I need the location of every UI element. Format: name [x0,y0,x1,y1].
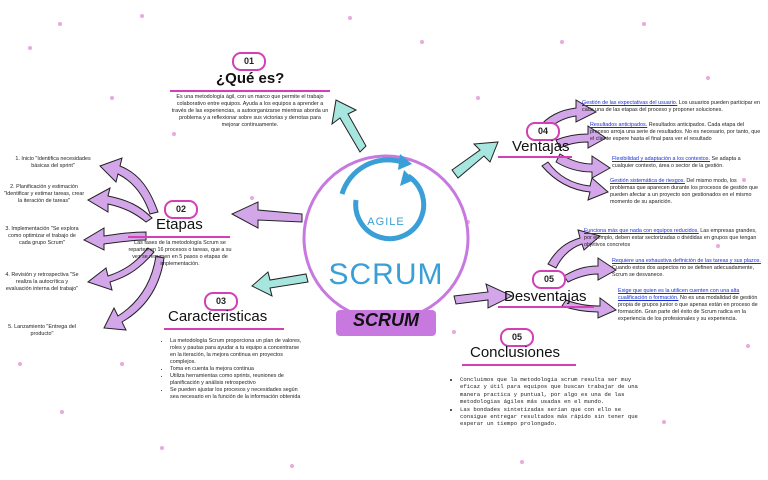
caracteristica-item: Toma en cuenta la mejora continua [170,366,302,373]
ventaja-link-2[interactable]: Resultados anticipados. [590,122,648,128]
conclusion-item: Concluimos que la metodologia scrum resu… [460,376,640,406]
caracteristicas-list: La metodología Scrum proporciona un plan… [162,338,302,401]
ventajas-underline [498,156,572,158]
conclusiones-list: Concluimos que la metodologia scrum resu… [452,376,640,428]
caracteristicas-number: 03 [204,292,238,311]
caracteristica-item: La metodología Scrum proporciona un plan… [170,338,302,366]
ventaja-item-2: Resultados anticipados. Resultados antic… [590,122,761,142]
etapas-number: 02 [164,200,198,219]
caracteristicas-title: Caracteristicas [168,308,268,325]
desventajas-title: Desventajas [504,288,587,305]
desventaja-link-2[interactable]: Requiere una exhaustiva definición de la… [612,258,761,264]
etapa-step-2: 2. Planificación y estimación "Identific… [3,184,85,204]
que-es-number: 01 [232,52,266,71]
caracteristica-item: Utiliza herramientas como sprints, reuni… [170,373,302,387]
caracteristicas-underline [164,328,284,330]
agile-logo [339,154,427,242]
ventaja-item-1: Gestión de las expectativas del usuario.… [582,100,761,113]
logo-scrum-text: SCRUM [328,258,444,291]
desventaja-item-1: Funciona más que nada con equipos reduci… [584,228,757,248]
etapas-title: Etapas [156,216,203,233]
scrum-banner: SCRUM [336,310,436,336]
desventaja-item-2: Requiere una exhaustiva definición de la… [612,258,761,278]
ventaja-link-4[interactable]: Gestión sistemática de riesgos. [610,178,685,184]
arrow-to-etapas [230,201,303,229]
arrow-to-que-es [331,99,367,153]
arrow-to-ventajas [451,141,499,179]
etapas-underline [128,236,230,238]
desventaja-link-3[interactable]: Exige que quien es la utilicen cuenten c… [618,288,740,301]
que-es-title: ¿Qué es? [216,70,285,87]
que-es-text: Es una metodología ágil, con un marco qu… [171,94,329,128]
conclusion-item: Las bondades sintetizadas serían que con… [460,406,640,428]
logo-agile-text: AGILE [367,216,405,228]
conclusiones-number: 05 [500,328,534,347]
etapas-text: Las fases de la metodología Scrum se rep… [128,240,232,267]
ventaja-link-1[interactable]: Gestión de las expectativas del usuario. [582,100,678,106]
etapa-step-4: 4. Revisión y retrospectiva "Se realiza … [5,272,79,292]
ventajas-title: Ventajas [512,138,570,155]
desventajas-number: 05 [532,270,566,289]
arrow-to-desventajas [453,283,514,309]
que-es-underline [170,90,330,92]
caracteristica-item: Se pueden ajustar los procesos y necesid… [170,387,302,401]
etapa-step-1: 1. Inicio "Identifica necesidades básica… [15,156,91,169]
desventaja-item-3: Exige que quien es la utilicen cuenten c… [618,288,758,322]
desventaja-link-1[interactable]: Funciona más que nada con equipos reduci… [584,228,699,234]
arrow-to-caracteristicas [251,271,309,297]
ventajas-number: 04 [526,122,560,141]
ventaja-item-4: Gestión sistemática de riesgos. Del mism… [610,178,759,205]
conclusiones-title: Conclusiones [470,344,561,361]
desventajas-underline [498,306,594,308]
conclusiones-underline [462,364,576,366]
ventaja-item-3: Flexibilidad y adaptación a los contexto… [612,156,741,169]
etapa-step-5: 5. Lanzamiento "Entrega del producto" [8,324,76,337]
ventaja-link-3[interactable]: Flexibilidad y adaptación a los contexto… [612,156,710,162]
etapa-step-3: 3. Implementación "Se explora como optim… [5,226,79,246]
